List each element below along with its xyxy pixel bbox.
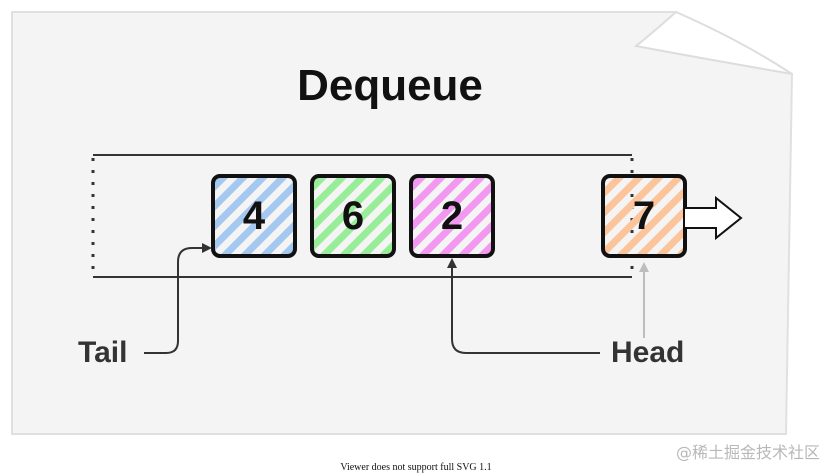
node-value-4: 4 — [243, 194, 266, 238]
watermark-text: @稀土掘金技术社区 — [675, 443, 820, 462]
tail-label: Tail — [78, 336, 127, 369]
queue-node-7: 7 — [601, 174, 687, 258]
diagram-title: Dequeue — [297, 61, 483, 110]
node-value-2: 2 — [441, 194, 463, 238]
node-value-6: 6 — [342, 194, 364, 238]
head-pointer-arrow — [447, 258, 600, 354]
queue-node-6: 6 — [310, 174, 396, 258]
queue-node-4: 4 — [211, 174, 297, 258]
note-background — [11, 10, 794, 435]
folded-corner — [633, 10, 793, 75]
viewer-support-note: Viewer does not support full SVG 1.1 — [340, 462, 492, 473]
node-value-7: 7 — [633, 194, 655, 238]
queue-node-2: 2 — [409, 174, 495, 258]
tail-pointer-arrow — [144, 243, 212, 354]
head-label: Head — [611, 336, 684, 369]
dequeue-exit-arrow — [683, 195, 743, 241]
